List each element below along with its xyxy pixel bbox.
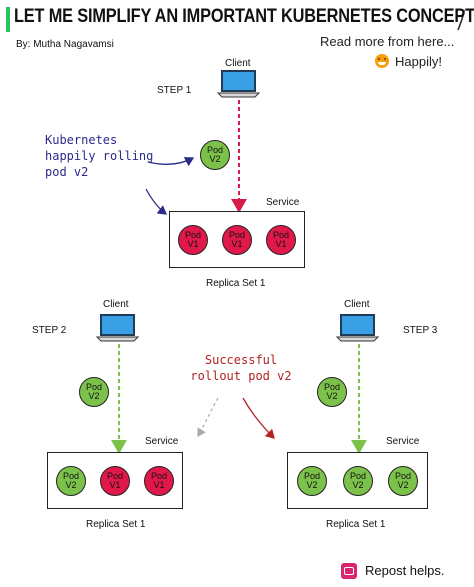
happily-note: Happily! xyxy=(375,54,442,69)
repost-icon[interactable] xyxy=(341,563,357,579)
rollout-arrow-faded xyxy=(197,397,219,438)
step1-annotation: Kubernetes happily rolling pod v2 xyxy=(45,133,154,179)
repost-text: Repost helps. xyxy=(365,563,445,578)
step3-client-label: Client xyxy=(344,299,370,310)
rollout-arrow xyxy=(242,397,275,439)
rollout-annotation: Successful rollout pod v2 xyxy=(190,353,292,383)
step2-service-label: Service xyxy=(145,436,179,447)
annotation-arrow-to-pod xyxy=(147,157,195,167)
step1-replica-label: Replica Set 1 xyxy=(206,278,266,289)
step3-label: STEP 3 xyxy=(403,325,438,336)
step1-service-label: Service xyxy=(266,197,300,208)
step2-replica-label: Replica Set 1 xyxy=(86,519,146,530)
step3-service-label: Service xyxy=(386,436,420,447)
annotation-arrow-to-replica xyxy=(145,188,168,215)
byline: By: Mutha Nagavamsi xyxy=(16,39,114,50)
laptop-icon xyxy=(95,314,140,342)
step2-label: STEP 2 xyxy=(32,325,67,336)
happily-text: Happily! xyxy=(395,54,442,69)
step1-client-label: Client xyxy=(225,58,251,69)
step3-replica-label: Replica Set 1 xyxy=(326,519,386,530)
step2-client-label: Client xyxy=(103,299,129,310)
accent-bar xyxy=(6,7,10,32)
read-more-arrow xyxy=(457,9,465,31)
step1-label: STEP 1 xyxy=(157,85,192,96)
laptop-icon xyxy=(335,314,380,342)
read-more-link[interactable]: Read more from here... xyxy=(320,34,455,49)
page-title: LET ME SIMPLIFY AN IMPORTANT KUBERNETES … xyxy=(14,6,474,27)
emoji-grin-icon xyxy=(375,54,389,68)
laptop-icon xyxy=(216,70,261,98)
